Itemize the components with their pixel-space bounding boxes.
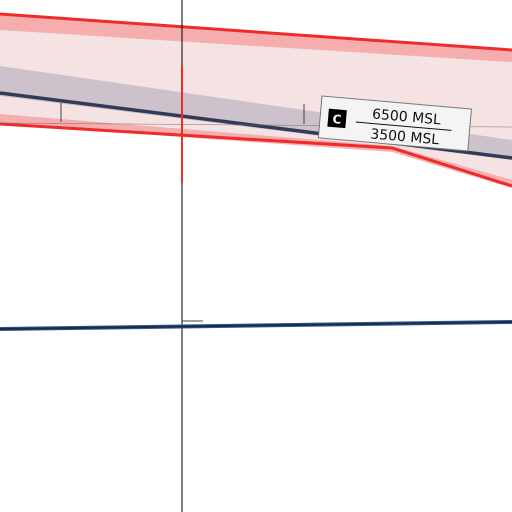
airspace-upper-band: [0, 14, 512, 62]
route-line-lower-core: [0, 321, 512, 330]
airspace-lower-boundary: [0, 122, 512, 188]
ceiling-altitude: 6500 MSL: [371, 106, 441, 128]
label-box: [317, 95, 472, 152]
altitude-divider: [355, 121, 452, 131]
airspace-altitude-label[interactable]: C 6500 MSL 3500 MSL: [317, 95, 472, 152]
class-badge: [327, 108, 347, 129]
floor-altitude: 3500 MSL: [370, 126, 440, 148]
airspace-upper-boundary: [0, 12, 512, 52]
class-badge-letter: C: [332, 112, 342, 127]
